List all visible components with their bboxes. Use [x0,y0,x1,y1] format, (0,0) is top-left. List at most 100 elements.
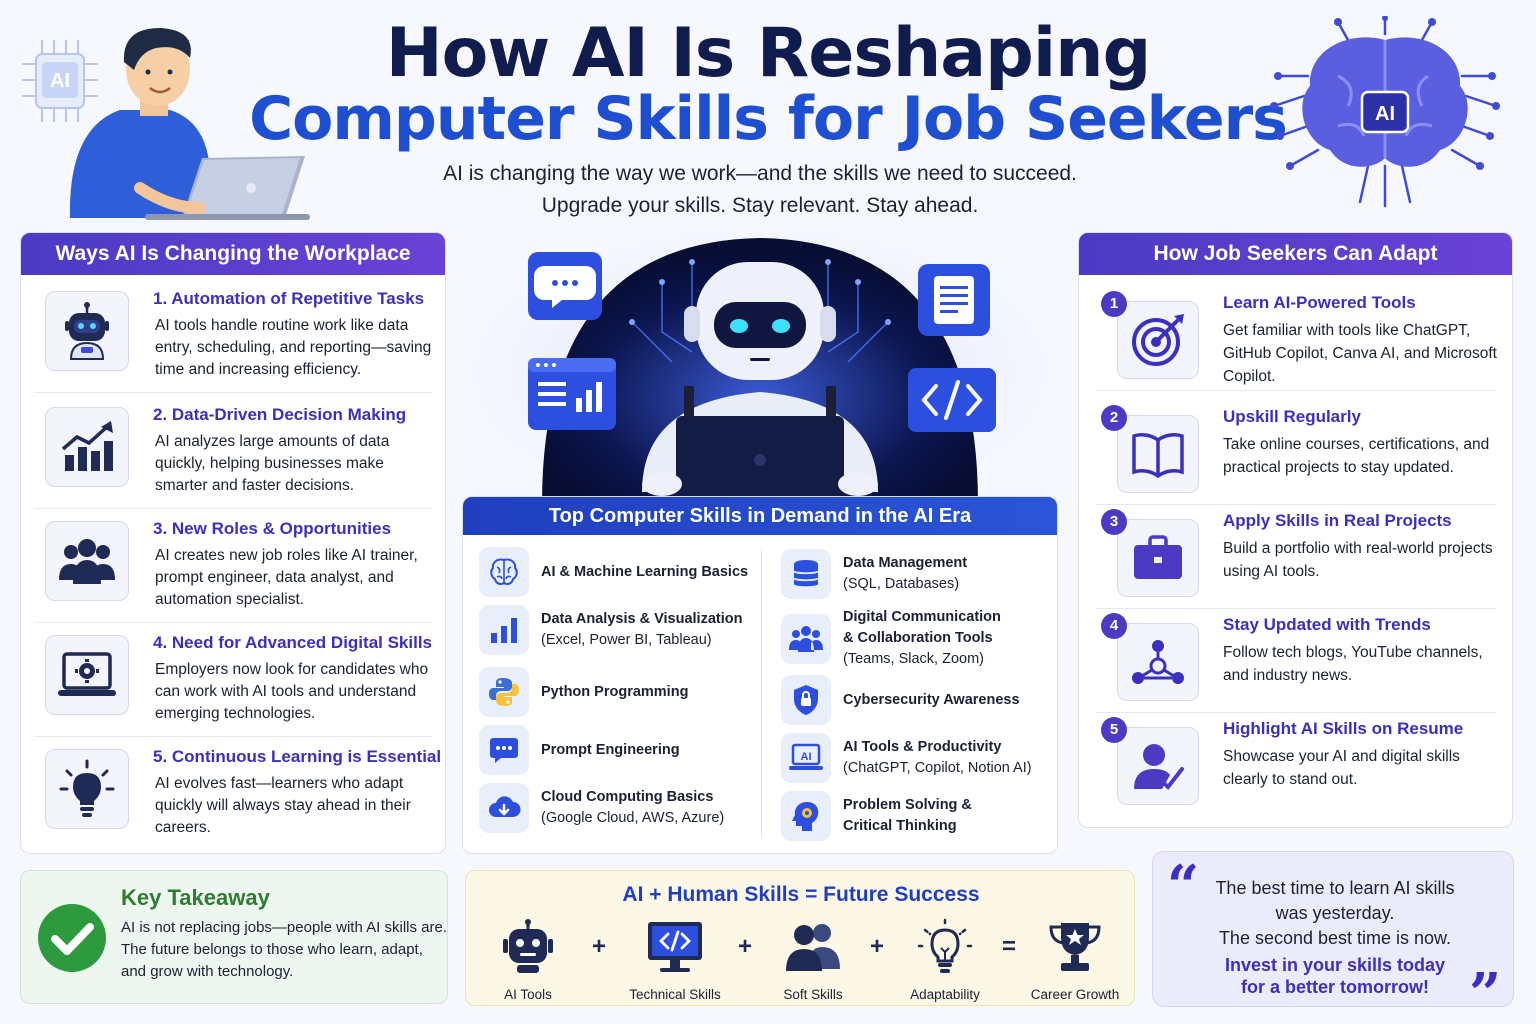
robot-icon [463,917,593,977]
skill-detail: (Teams, Slack, Zoom) [843,651,984,667]
head-gear-icon [781,791,831,841]
workplace-item: 1. Automation of Repetitive Tasks AI too… [35,279,433,393]
equation-item-label: Soft Skills [783,987,843,1002]
step-number-badge: 4 [1101,613,1127,639]
ai-laptop-icon: AI [781,733,831,783]
lightbulb-icon [45,749,129,829]
check-circle-icon [37,903,107,973]
skills-in-demand-panel: Top Computer Skills in Demand in the AI … [462,496,1058,854]
people-icon [748,917,878,977]
quote-line: was yesterday. [1275,903,1395,923]
equation-item: Technical Skills [610,917,740,1002]
adapt-item-title: Highlight AI Skills on Resume [1223,719,1464,738]
adapt-item: 5 Highlight AI Skills on Resume Showcase… [1095,713,1497,817]
adapt-item: 1 Learn AI-Powered Tools Get familiar wi… [1095,287,1497,391]
lightbulb-icon [880,917,1010,977]
key-takeaway-box: Key Takeaway AI is not replacing jobs—pe… [20,870,448,1004]
equation-item: Soft Skills [748,917,878,1002]
dashboard-icon [528,358,616,430]
skill-item: Digital Communication & Collaboration Too… [781,607,1001,670]
bar-chart-icon [479,605,529,655]
person-check-icon [1117,727,1199,805]
shield-lock-icon [781,675,831,725]
svg-text:AI: AI [801,751,812,763]
document-icon [918,264,990,336]
equation-item-label: AI Tools [504,987,552,1002]
chat-bubble-icon [528,252,602,320]
equation-item: Career Growth [1010,917,1140,1002]
briefcase-icon [1117,519,1199,597]
skill-detail: (Google Cloud, AWS, Azure) [541,810,725,826]
adapt-item-text: Get familiar with tools like ChatGPT, Gi… [1223,322,1497,385]
cloud-icon [479,783,529,833]
adapt-item: 4 Stay Updated with Trends Follow tech b… [1095,609,1497,713]
workplace-item: 3. New Roles & Opportunities AI creates … [35,509,433,623]
team-icon [781,613,831,664]
workplace-item-title: 1. Automation of Repetitive Tasks [153,289,425,308]
skill-name: Data Analysis & Visualization [541,611,743,627]
people-icon [45,521,129,601]
skill-item: Cloud Computing Basics(Google Cloud, AWS… [479,783,724,833]
monitor-code-icon [610,917,740,977]
ai-chip-decoration: AI [22,40,104,122]
adapt-panel-title: How Job Seekers Can Adapt [1079,233,1512,275]
skills-panel-title: Top Computer Skills in Demand in the AI … [463,497,1057,535]
workplace-item-title: 3. New Roles & Opportunities [153,519,392,538]
plus-operator: + [870,933,885,960]
adapt-item-title: Apply Skills in Real Projects [1223,511,1452,530]
skill-name-line2: Critical Thinking [843,818,957,834]
close-quote-icon: ” [1469,961,1502,1024]
skill-item: Data Analysis & Visualization(Excel, Pow… [479,605,742,655]
page-subtitle-line2: Upgrade your skills. Stay relevant. Stay… [541,194,979,217]
quote-emphasis: Invest in your skills today [1224,955,1446,975]
workplace-item: 2. Data-Driven Decision Making AI analyz… [35,395,433,509]
quote-emphasis: for a better tomorrow! [1240,977,1429,997]
page-title-line1: How AI Is Reshaping [385,14,1152,93]
book-icon [1117,415,1199,493]
skill-item: AI AI Tools & Productivity(ChatGPT, Copi… [781,733,1032,783]
key-takeaway-title: Key Takeaway [121,885,270,910]
skill-name: Prompt Engineering [541,741,680,758]
workplace-item-title: 2. Data-Driven Decision Making [153,405,407,424]
robot-illustration [460,222,1060,522]
skill-name-line2: & Collaboration Tools [843,630,993,646]
person-with-laptop-illustration [60,18,310,223]
skill-name: Digital Communication [843,609,1001,625]
brain-chip-label: AI [1375,103,1395,125]
quote-line: The best time to learn AI skills [1215,878,1455,898]
adapt-item-title: Stay Updated with Trends [1223,615,1431,634]
quote-line: The second best time is now. [1218,928,1452,948]
page-title-line2: Computer Skills for Job Seekers [249,84,1288,154]
workplace-item-text: AI tools handle routine work like data e… [155,317,432,378]
skill-detail: (SQL, Databases) [843,576,960,592]
adapt-item-text: Showcase your AI and digital skills clea… [1223,748,1460,788]
equation-item: Adaptability [880,917,1010,1002]
step-number-badge: 5 [1101,717,1127,743]
workplace-item-text: Employers now look for candidates who ca… [155,661,429,722]
brain-icon [479,547,529,597]
open-quote-icon: “ [1167,853,1200,919]
workplace-changes-panel: Ways AI Is Changing the Workplace 1. Aut… [20,232,446,854]
growth-chart-icon [45,407,129,487]
skill-name: Python Programming [541,683,689,700]
skill-item: Prompt Engineering [479,725,680,775]
equation-item-label: Career Growth [1030,987,1120,1002]
page-subtitle-line1: AI is changing the way we work—and the s… [443,162,1077,185]
skill-name: AI & Machine Learning Basics [541,563,749,580]
success-equation-box: AI + Human Skills = Future Success AI To… [465,870,1135,1006]
adapt-item-text: Take online courses, certifications, and… [1223,436,1490,476]
chat-icon [479,725,529,775]
plus-operator: + [738,933,753,960]
step-number-badge: 1 [1101,291,1127,317]
network-icon [1117,623,1199,701]
trophy-icon [1010,917,1140,977]
equation-item: AI Tools [463,917,593,1002]
robot-icon [45,291,129,371]
adapt-item-title: Learn AI-Powered Tools [1223,293,1416,312]
skill-item: AI & Machine Learning Basics [479,547,748,597]
adapt-item-text: Follow tech blogs, YouTube channels, and… [1223,644,1483,684]
python-icon [479,667,529,717]
equation-item-label: Technical Skills [629,987,721,1002]
skill-item: Python Programming [479,667,688,717]
step-number-badge: 3 [1101,509,1127,535]
